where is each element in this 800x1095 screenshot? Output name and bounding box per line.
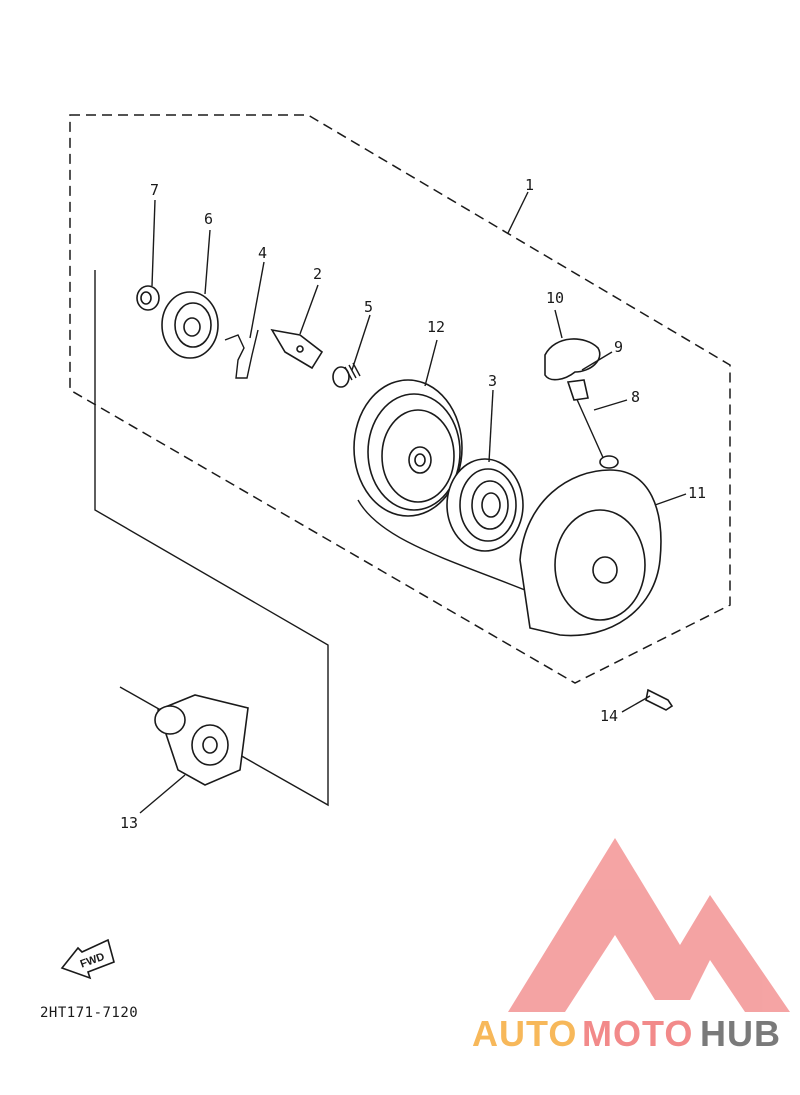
part-7-nut xyxy=(136,285,160,311)
part-9-handle-insert xyxy=(566,379,589,401)
part-14-bolt xyxy=(645,688,674,711)
part-13-link-outline xyxy=(94,270,329,807)
part-10-handle xyxy=(544,338,601,381)
brand-logo-icon xyxy=(508,838,790,1012)
callout-2: 2 xyxy=(313,265,322,283)
part-8-rope xyxy=(357,394,606,591)
callout-12: 12 xyxy=(427,318,445,336)
callout-1: 1 xyxy=(525,176,534,194)
part-11-starter-case xyxy=(519,455,662,637)
callout-3: 3 xyxy=(488,372,497,390)
brand-word-auto: AUTO xyxy=(472,1013,577,1054)
part-2-pawl xyxy=(270,328,324,370)
part-5-spring xyxy=(332,362,361,388)
callout-11: 11 xyxy=(688,484,706,502)
callout-8: 8 xyxy=(631,388,640,406)
callout-5: 5 xyxy=(364,298,373,316)
part-3-recoil-spring xyxy=(446,458,524,552)
part-12-pulley xyxy=(353,379,463,517)
part-4-spring-clip xyxy=(224,329,259,379)
drawing-code: 2HT171-7120 xyxy=(40,1005,138,1021)
callout-13: 13 xyxy=(120,814,138,832)
callout-9: 9 xyxy=(614,338,623,356)
part-6-plate xyxy=(161,291,219,359)
part-13-drive-cup xyxy=(154,694,249,786)
callout-10: 10 xyxy=(546,289,564,307)
callout-4: 4 xyxy=(258,244,267,262)
callout-6: 6 xyxy=(204,210,213,228)
brand-word-hub: HUB xyxy=(700,1013,781,1054)
leader-lines xyxy=(139,191,687,814)
assembly-outline-dashed xyxy=(69,114,731,684)
brand-word-moto: MOTO xyxy=(582,1013,693,1054)
callout-14: 14 xyxy=(600,707,618,725)
fwd-arrow-icon: FWD xyxy=(60,938,115,980)
callout-7: 7 xyxy=(150,181,159,199)
